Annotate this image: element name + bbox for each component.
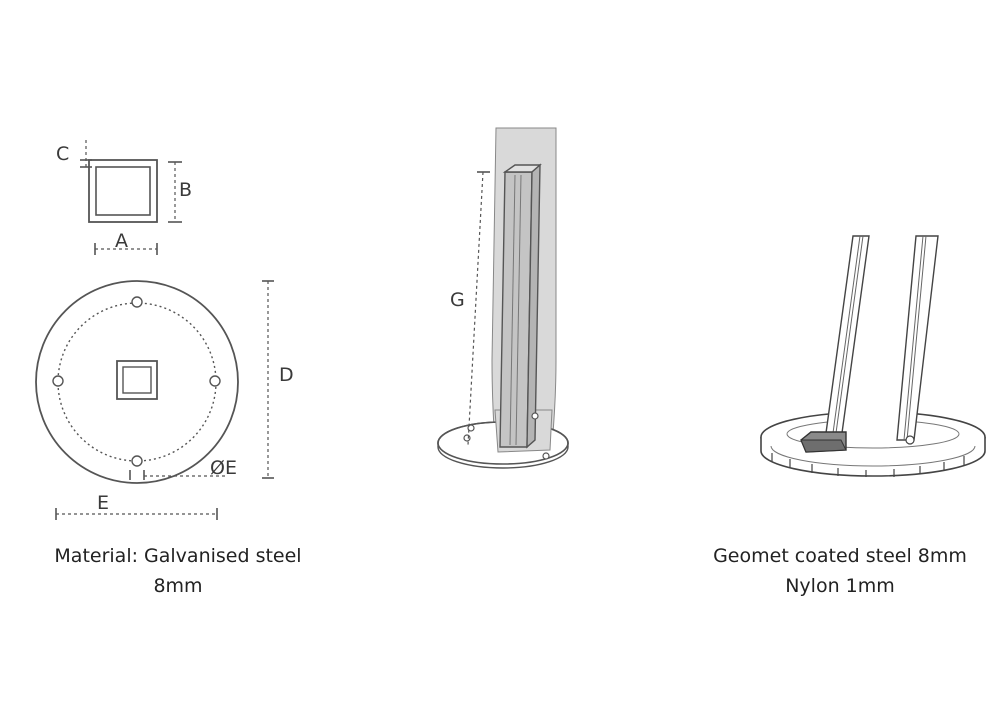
square-tube-section [80,140,182,255]
base-plate-plan [35,280,274,520]
caption-left-material: Material: Galvanised steel [54,545,302,567]
post-assembly-right [760,235,986,477]
caption-left: Material: Galvanised steel 8mm [28,541,328,601]
dim-g-line [467,171,484,446]
post-assembly-center [437,127,569,469]
label-g: G [450,289,465,311]
caption-right: Geomet coated steel 8mm Nylon 1mm [690,541,990,601]
label-d: D [279,364,294,386]
label-a: A [115,230,128,252]
caption-right-nylon: Nylon 1mm [785,575,895,597]
label-c: C [56,143,69,165]
label-dia-e: ØE [210,457,237,479]
label-e: E [97,492,109,514]
caption-right-material: Geomet coated steel 8mm [713,545,967,567]
caption-left-thickness: 8mm [153,575,203,597]
label-b: B [179,179,192,201]
